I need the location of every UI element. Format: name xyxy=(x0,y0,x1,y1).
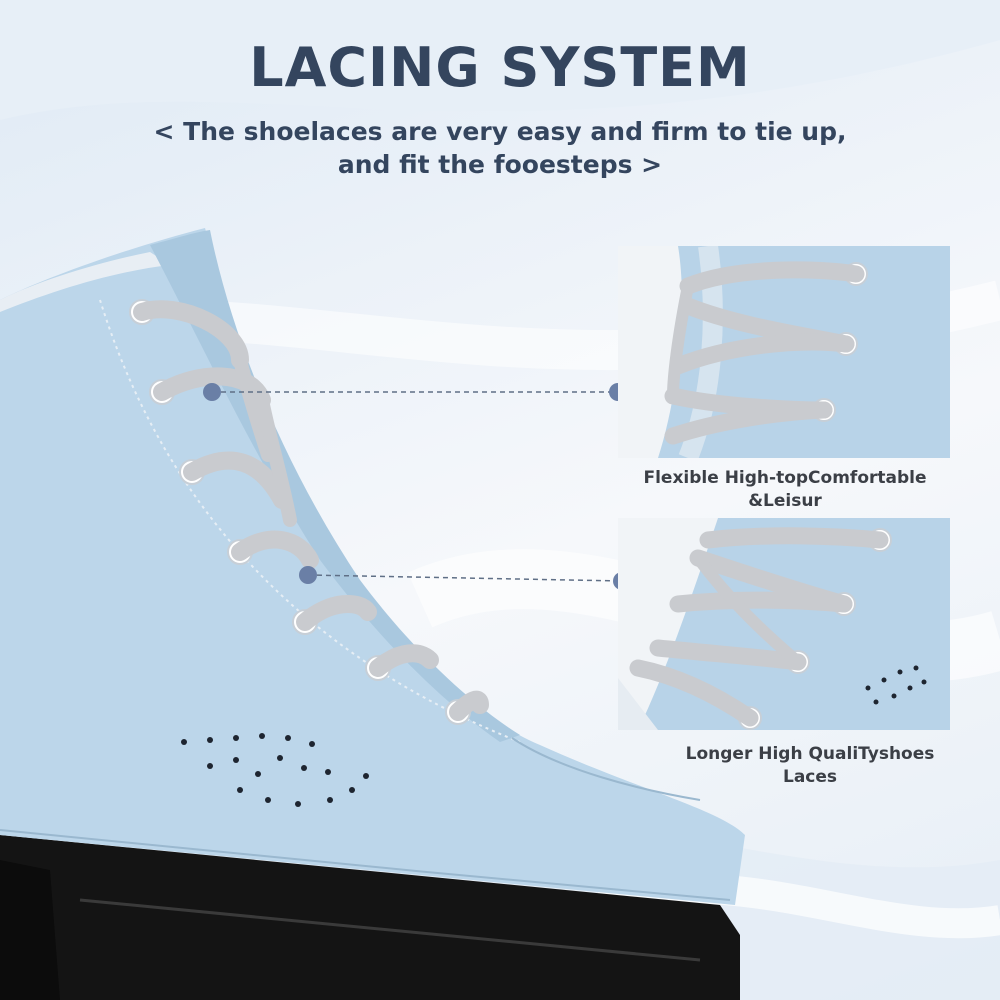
callout-bottom-line-2: Laces xyxy=(782,767,838,787)
callout-top-line-2: &Leisur xyxy=(748,491,822,511)
skate-collar xyxy=(0,252,170,312)
callout-dot-2a xyxy=(299,566,317,584)
callout-top-line-1: Flexible High-topComfortable xyxy=(643,468,927,488)
skate-boot xyxy=(0,228,745,905)
subtitle-line-1: < The shoelaces are very easy and firm t… xyxy=(153,117,847,146)
perforations xyxy=(181,733,369,807)
lacing-closeup-top xyxy=(618,246,950,458)
subtitle-line-2: and fit the fooesteps > xyxy=(337,150,663,179)
skate-laces xyxy=(133,300,489,721)
lacing-closeup-bottom xyxy=(618,518,950,730)
page-title: LACING SYSTEM xyxy=(249,36,751,99)
callout-dot-1a xyxy=(203,383,221,401)
callout-bottom-line-1: Longer High QualiTyshoes xyxy=(685,744,935,764)
detail-image-top xyxy=(618,246,950,458)
detail-image-bottom xyxy=(618,518,950,730)
skate-sole xyxy=(0,835,740,1000)
callout-label-top: Flexible High-topComfortable &Leisur xyxy=(610,467,960,513)
skate-heel xyxy=(0,860,60,1000)
page-subtitle: < The shoelaces are very easy and firm t… xyxy=(120,115,880,181)
ice-skate-illustration xyxy=(0,228,745,1000)
callout-label-bottom: Longer High QualiTyshoes Laces xyxy=(640,743,980,789)
